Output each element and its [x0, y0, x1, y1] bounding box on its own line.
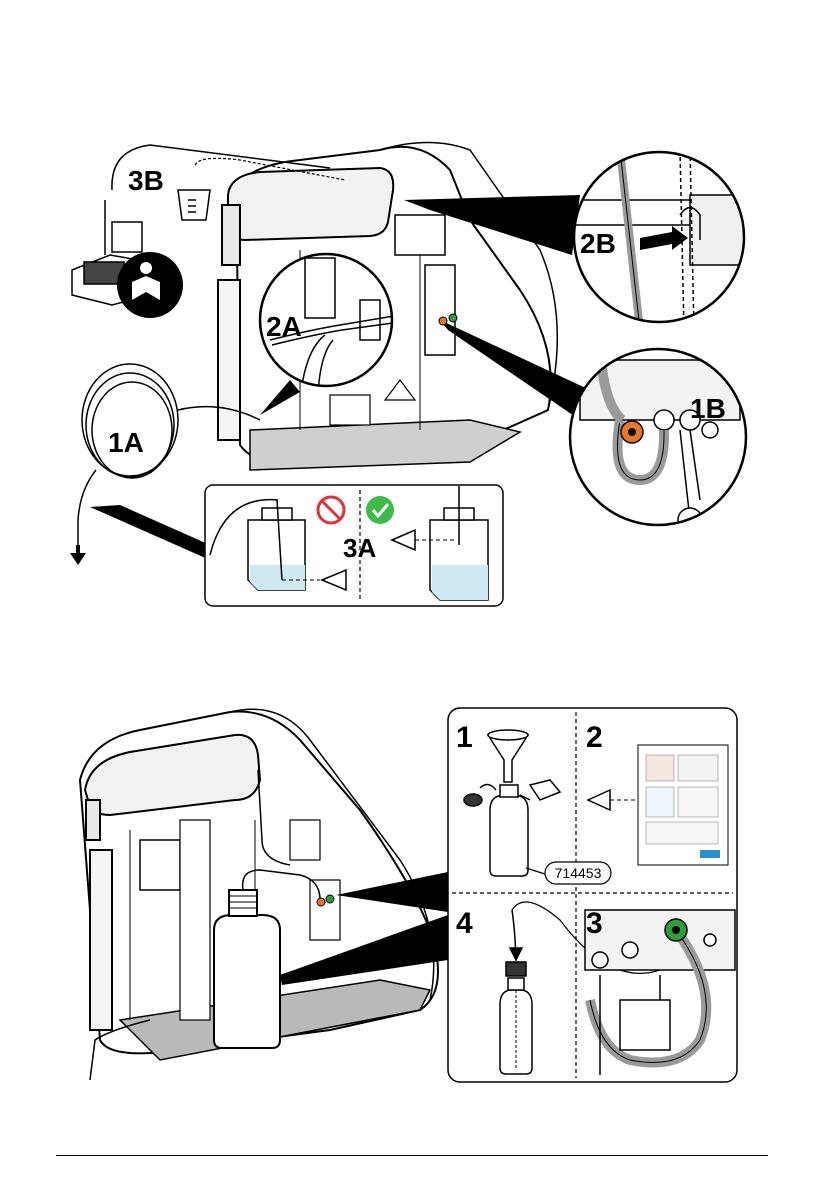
- bottom-figure: 714453: [80, 708, 737, 1082]
- orange-fitting-small-icon-2: [317, 898, 325, 906]
- beaker-icon: [178, 190, 210, 220]
- top-figure: 3B 2B 2A 1B 1A 3A: [70, 143, 760, 607]
- callout-2A: 2A: [266, 311, 302, 342]
- step-2-number: 2: [586, 721, 603, 754]
- step-4-number: 4: [456, 907, 473, 940]
- step-3-number: 3: [586, 907, 603, 940]
- callout-3A: 3A: [343, 533, 376, 563]
- zoom-circle-1B: [570, 330, 746, 532]
- read-manual-icon: [117, 252, 183, 318]
- zoom-beam-3A: [90, 505, 210, 560]
- green-fitting-small-icon: [449, 314, 457, 322]
- callout-3B: 3B: [128, 165, 164, 196]
- instruction-sheet-icon: [638, 745, 728, 865]
- orange-fitting-small-icon: [439, 317, 447, 325]
- callout-1B: 1B: [690, 393, 726, 424]
- drain-arrow-head-icon: [70, 553, 86, 565]
- callout-2B: 2B: [580, 228, 616, 259]
- check-icon: [366, 496, 394, 524]
- step-1-number: 1: [456, 721, 473, 754]
- green-fitting-small-icon-2: [326, 895, 334, 903]
- part-number: 714453: [555, 865, 602, 881]
- callout-1A: 1A: [108, 427, 144, 458]
- steps-panel: 714453: [448, 708, 737, 1082]
- footer-rule: [56, 1155, 768, 1156]
